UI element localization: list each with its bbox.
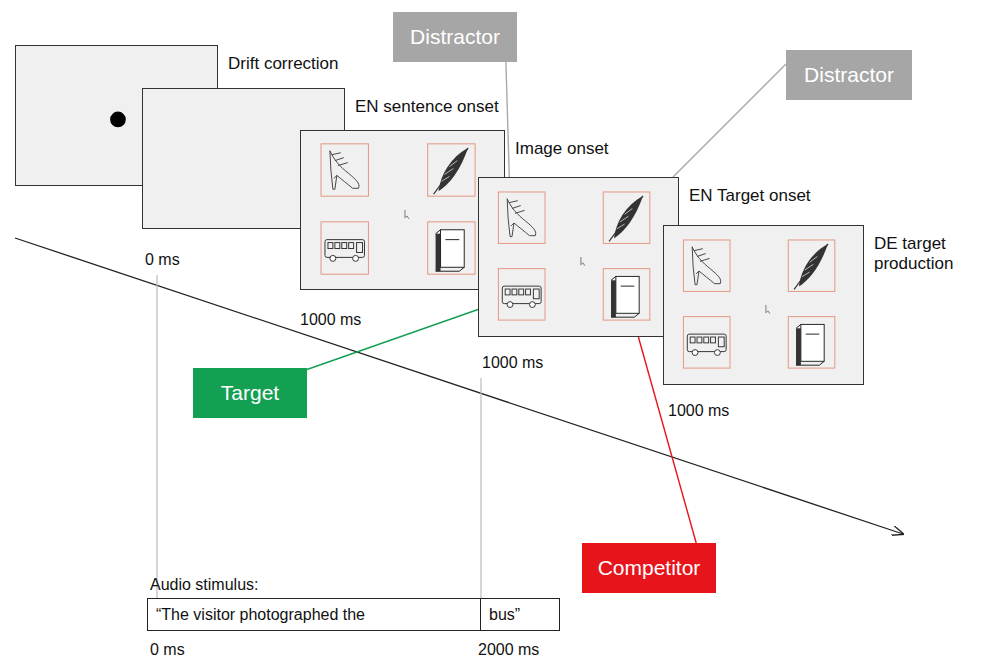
audio-segment: bus” bbox=[480, 598, 560, 631]
section-label: Audio stimulus: bbox=[150, 576, 259, 594]
screen-illustration bbox=[479, 178, 678, 336]
time-label: 0 ms bbox=[145, 251, 180, 269]
time-label: 0 ms bbox=[150, 641, 185, 659]
time-marker-line bbox=[480, 378, 481, 598]
screen-illustration bbox=[301, 131, 504, 289]
audio-text: bus” bbox=[489, 606, 520, 624]
callout-text: Distractor bbox=[804, 63, 894, 87]
callout-text: Competitor bbox=[598, 556, 701, 580]
screen-frame: Image onset bbox=[300, 130, 505, 290]
screen-illustration bbox=[664, 226, 863, 384]
callout-text: Distractor bbox=[410, 25, 500, 49]
screen-frame: EN Target onset bbox=[478, 177, 679, 337]
time-label: 2000 ms bbox=[478, 641, 539, 659]
screen-label: EN Target onset bbox=[689, 186, 811, 206]
time-label: 1000 ms bbox=[482, 354, 543, 372]
screen-frame: DE target production bbox=[663, 225, 864, 385]
screen-label: EN sentence onset bbox=[355, 97, 499, 117]
time-label: 1000 ms bbox=[300, 311, 361, 329]
screen-label: Image onset bbox=[515, 139, 609, 159]
screen-label: DE target production bbox=[874, 234, 982, 275]
competitor-callout: Competitor bbox=[582, 543, 716, 593]
distractor-callout: Distractor bbox=[786, 50, 912, 100]
time-label: 1000 ms bbox=[668, 402, 729, 420]
distractor-callout: Distractor bbox=[393, 12, 517, 62]
audio-text: “The visitor photographed the bbox=[156, 606, 365, 624]
target-callout: Target bbox=[193, 368, 307, 418]
time-marker-line bbox=[156, 275, 157, 598]
leader-line bbox=[673, 64, 786, 177]
screen-label: Drift correction bbox=[228, 54, 339, 74]
callout-text: Target bbox=[221, 381, 279, 405]
audio-segment: “The visitor photographed the bbox=[147, 598, 481, 631]
leader-line bbox=[506, 62, 509, 177]
